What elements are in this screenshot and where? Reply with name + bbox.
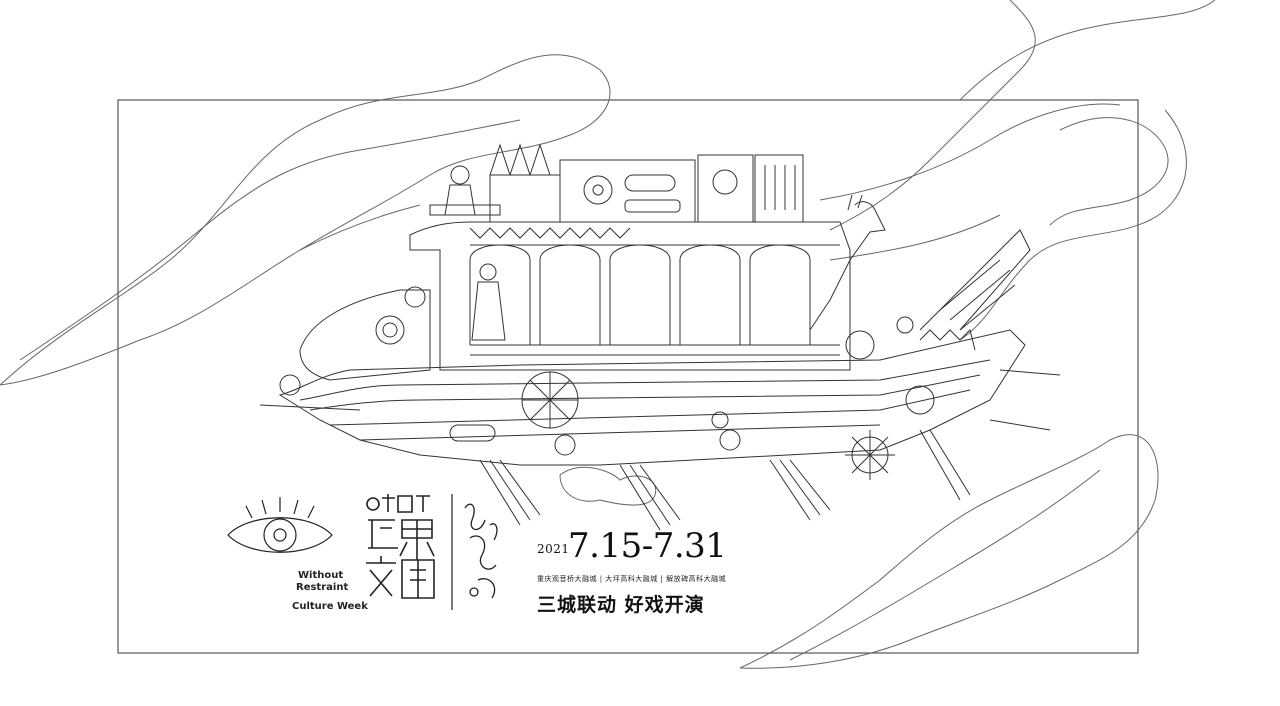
event-venues: 重庆观音桥大融城 | 大坪高科大融城 | 解放碑高科大融城 bbox=[537, 575, 727, 583]
smoke-lines bbox=[0, 0, 1216, 669]
brand-en-line-2: Restraint bbox=[296, 582, 349, 593]
logotype-mark bbox=[366, 494, 435, 599]
ship-illustration bbox=[259, 143, 1061, 531]
brand-en-line-3: Culture Week bbox=[292, 601, 368, 612]
brand-en-line-1: Without bbox=[298, 570, 344, 581]
event-dates: 7.15-7.31 bbox=[568, 526, 727, 566]
event-year: 2021 bbox=[537, 542, 570, 556]
handwritten-mark bbox=[464, 503, 498, 599]
poster-frame bbox=[117, 99, 1139, 654]
eye-logo bbox=[227, 497, 333, 553]
event-slogan: 三城联动 好戏开演 bbox=[537, 594, 705, 616]
